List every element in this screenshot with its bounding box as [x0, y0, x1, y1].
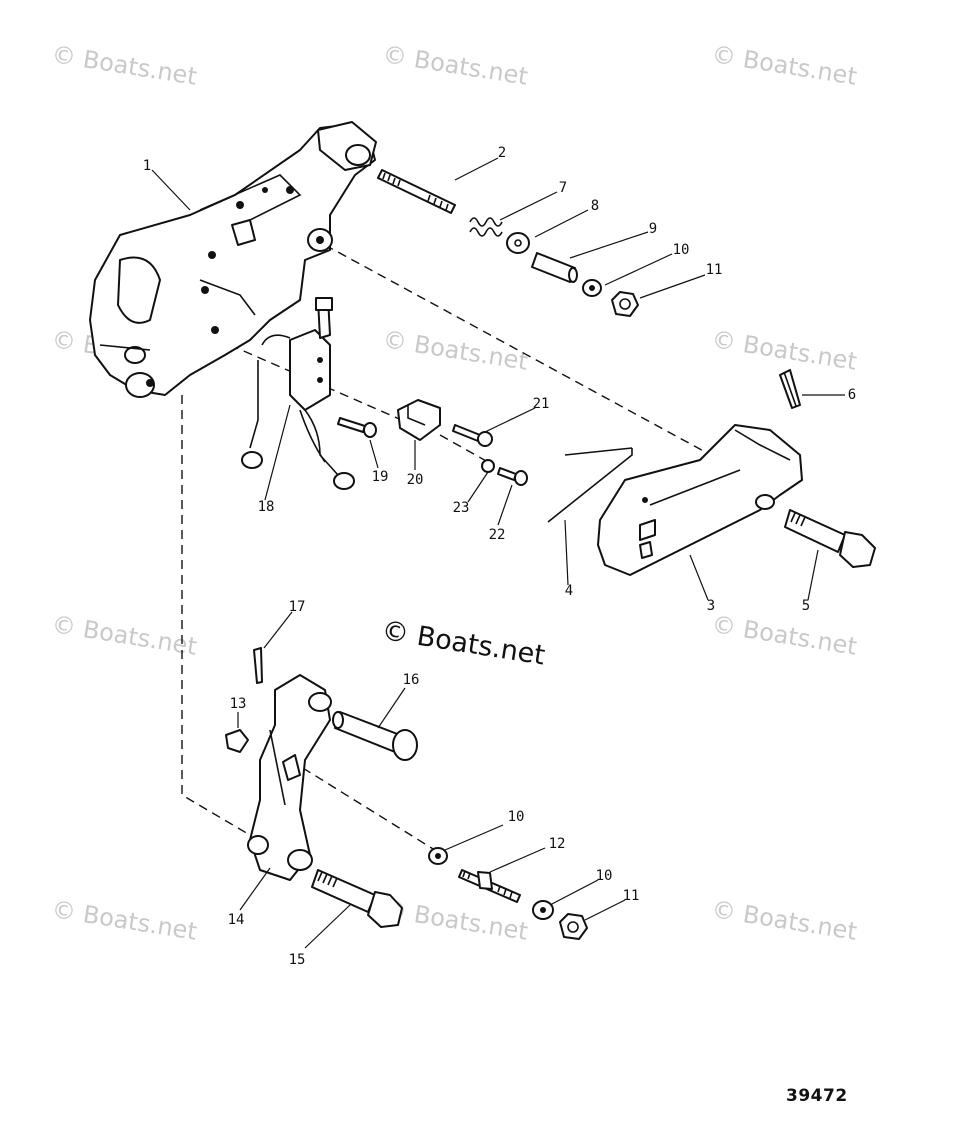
part-9-pin — [531, 252, 578, 283]
callout-11: 11 — [705, 262, 723, 278]
callout-17: 17 — [288, 599, 306, 615]
alignment-line-main-to-cam — [324, 244, 721, 461]
callout-9: 9 — [648, 221, 658, 237]
part-10-washer-upper — [582, 279, 602, 297]
callout-6: 6 — [847, 387, 857, 403]
part-15-shoulder-bolt — [311, 869, 403, 928]
callout-16: 16 — [402, 672, 420, 688]
leader-line — [239, 867, 271, 911]
leader-line — [564, 519, 569, 586]
callout-22: 22 — [488, 527, 506, 543]
part-16-clevis-pin — [332, 711, 418, 761]
leader-line — [534, 209, 589, 238]
part-11-nut-lower — [559, 913, 588, 940]
leader-line — [377, 687, 406, 729]
part-2-stud — [377, 169, 456, 214]
leader-line — [499, 191, 558, 221]
leader-line — [639, 274, 706, 299]
part-7-spring — [469, 217, 503, 237]
callout-19: 19 — [371, 469, 389, 485]
leader-line — [569, 231, 649, 259]
leader-line — [264, 404, 291, 501]
callout-23: 23 — [452, 500, 470, 516]
callout-2: 2 — [497, 145, 507, 161]
part-18-switch-assembly — [241, 297, 355, 490]
part-20-clip — [397, 399, 441, 441]
alignment-line-vertical — [181, 395, 256, 839]
leader-line — [444, 824, 504, 851]
leader-line — [604, 253, 673, 286]
leader-line — [369, 439, 379, 469]
part-5-shoulder-bolt — [784, 509, 876, 568]
alignment-line-clip-to-washer — [439, 434, 489, 463]
callout-21: 21 — [532, 396, 550, 412]
part-14-lower-link — [247, 674, 332, 881]
callout-18: 18 — [257, 499, 275, 515]
part-23-lock-washer — [481, 459, 495, 473]
leader-line — [489, 847, 546, 873]
leader-line — [584, 899, 626, 921]
part-21-screw — [452, 424, 493, 447]
part-17-cotter-pin — [253, 647, 263, 684]
part-11-nut-upper — [611, 291, 639, 317]
figure-number: 39472 — [786, 1086, 848, 1106]
callout-20: 20 — [406, 472, 424, 488]
callout-7: 7 — [558, 180, 568, 196]
leader-line — [549, 879, 599, 906]
callout-11: 11 — [622, 888, 640, 904]
part-10-washer-middle — [428, 847, 448, 865]
part-3-cam-lever — [597, 424, 803, 576]
callout-3: 3 — [706, 598, 716, 614]
leader-line — [807, 549, 819, 601]
part-8-washer — [506, 232, 530, 254]
part-6-cotter-pin — [779, 369, 801, 409]
callout-15: 15 — [288, 952, 306, 968]
leader-line — [454, 157, 499, 181]
callout-12: 12 — [548, 836, 566, 852]
callout-14: 14 — [227, 912, 245, 928]
callout-4: 4 — [564, 583, 574, 599]
leader-line — [263, 611, 293, 649]
part-13-pin — [225, 729, 249, 753]
leader-line — [304, 904, 351, 949]
alignment-line-bracket-to-clip — [229, 344, 421, 429]
callout-1: 1 — [142, 158, 152, 174]
part-4-link-rod — [547, 447, 633, 523]
callout-10: 10 — [595, 868, 613, 884]
leader-line — [467, 471, 489, 503]
leader-line — [484, 407, 536, 433]
leader-line — [689, 554, 709, 601]
alignment-line-lever-to-washer — [289, 759, 439, 853]
part-1-main-bracket — [89, 121, 377, 398]
callout-10: 10 — [507, 809, 525, 825]
callout-10: 10 — [672, 242, 690, 258]
callout-8: 8 — [590, 198, 600, 214]
part-10-washer-lower — [532, 900, 554, 920]
callout-13: 13 — [229, 696, 247, 712]
callout-5: 5 — [801, 598, 811, 614]
part-12-stud — [458, 869, 521, 903]
leader-line — [497, 484, 513, 526]
part-22-screw — [497, 467, 528, 486]
leader-line — [151, 169, 191, 211]
part-19-screw — [337, 417, 377, 438]
